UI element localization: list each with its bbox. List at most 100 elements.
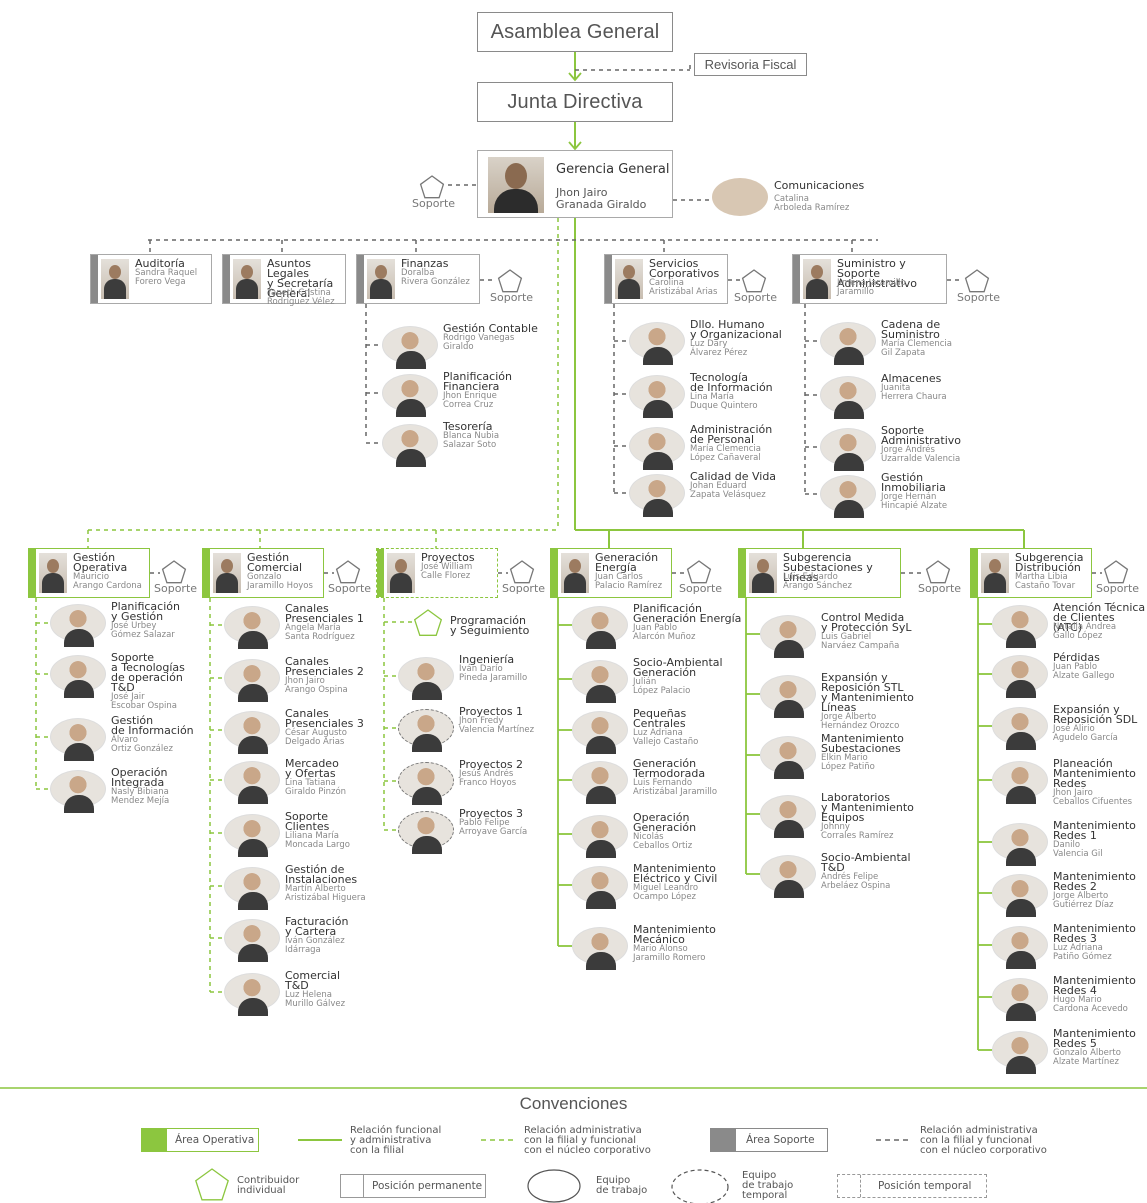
column-4-child-1-photo <box>760 675 816 718</box>
column-3-child-3-photo-shirt <box>586 786 616 804</box>
gerencia-name: Jhon Jairo Granada Giraldo <box>556 186 647 211</box>
column-head-2-photo <box>387 553 415 593</box>
column-5-child-1-photo-shirt <box>1006 680 1036 698</box>
column-head-1-stripe <box>203 549 210 597</box>
column-3-child-5-photo-shirt <box>586 891 616 909</box>
suministro-child-2-name: Jorge Andrés Uzarralde Valencia <box>881 445 961 464</box>
gerencia-soporte-label: Soporte <box>412 197 456 210</box>
column-1-child-5-photo-shirt <box>238 892 268 910</box>
column-5-child-7-name: Hugo Mario Cardona Acevedo <box>1053 995 1128 1014</box>
column-3-child-2-photo <box>572 711 628 754</box>
column-head-2-photo-head <box>395 559 407 573</box>
column-head-0-photo-shirt <box>42 573 64 593</box>
legend-team-ellipse <box>527 1169 581 1203</box>
servicios-child-3-title: Calidad de Vida <box>690 470 777 483</box>
column-5-child-2-photo <box>992 707 1048 750</box>
column-0-child-3-photo-shirt <box>64 795 94 813</box>
finanzas-child-1-photo-shirt <box>396 399 426 417</box>
column-5-child-3-name: Jhon Jairo Ceballos Cifuentes <box>1053 788 1133 807</box>
servicios-child-1-name: Lina María Duque Quintero <box>690 392 758 411</box>
column-4-child-2-name: Elkin Mario López Patiño <box>821 753 875 772</box>
column-5-child-6-title: Mantenimiento Redes 3 <box>1053 922 1136 945</box>
suministro-child-1-photo-shirt <box>834 401 864 419</box>
column-0-child-0-name: José Urbey Gómez Salazar <box>111 621 175 640</box>
column-1-child-0-name: Angela María Santa Rodríguez <box>285 623 355 642</box>
column-2-child-2-photo-shirt <box>412 787 442 805</box>
column-0-child-1-photo-shirt <box>64 680 94 698</box>
column-1-child-7-photo-shirt <box>238 998 268 1016</box>
column-5-child-4-photo-shirt <box>1006 848 1036 866</box>
column-0-child-2-title: Gestión de Información <box>111 714 194 737</box>
column-5-child-1-name: Juan Pablo Alzate Gallego <box>1053 662 1115 681</box>
column-4-child-3-title: Laboratorios y Mantenimiento Equipos <box>821 791 914 824</box>
column-3-child-3-title: Generación Termodorada <box>633 757 706 780</box>
support-unit-0-name: Sandra Raquel Forero Vega <box>135 268 198 287</box>
suministro-child-0-photo-shirt <box>834 347 864 365</box>
column-1-child-6-name: Iván González Idárraga <box>285 936 345 955</box>
column-5-child-7-title: Mantenimiento Redes 4 <box>1053 974 1136 997</box>
column-3-child-6-photo <box>572 927 628 970</box>
column-head-3-stripe <box>551 549 558 597</box>
column-2-child-0-name: Iván Darío Pineda Jaramillo <box>459 664 528 683</box>
comunicaciones-node: Comunicaciones Catalina Arboleda Ramírez <box>712 176 864 220</box>
column-0-child-2-name: Álvaro Ortiz González <box>111 735 173 754</box>
column-soporte-3-icon <box>686 560 712 584</box>
prog-pentagon-icon <box>413 609 443 636</box>
servicios-child-3-photo-shirt <box>643 499 673 517</box>
servicios-child-1-title: Tecnología de Información <box>690 371 773 394</box>
column-4-child-0-title: Control Medida y Protección SyL <box>821 611 912 634</box>
column-3-child-2-name: Luz Adriana Vallejo Castaño <box>633 728 699 747</box>
prog-title: Programación y Seguimiento <box>450 614 530 637</box>
column-3-child-4-photo <box>572 815 628 858</box>
gerente-photo <box>488 157 544 213</box>
comunicaciones-photo <box>712 178 768 216</box>
column-head-4-title: Subgerencia Subestaciones y Líneas <box>783 551 873 584</box>
column-head-3-photo <box>561 553 589 593</box>
column-soporte-5-icon <box>1103 560 1129 584</box>
legend-equipo-temporal: Equipo de trabajo temporal <box>742 1170 794 1201</box>
servicios-child-3-name: Johan Eduard Zapata Velásquez <box>690 481 766 500</box>
column-1-child-2-photo-shirt <box>238 736 268 754</box>
column-soporte-0-icon <box>161 560 187 584</box>
column-4-child-2-photo-shirt <box>774 761 804 779</box>
support-unit-0-photo <box>101 259 129 299</box>
column-head-5-photo-shirt <box>984 573 1006 593</box>
column-head-4-photo <box>749 553 777 593</box>
finanzas-child-2-photo <box>382 424 438 467</box>
column-3-child-5-title: Mantenimiento Eléctrico y Civil <box>633 862 718 885</box>
column-2-child-1-photo-shirt <box>412 734 442 752</box>
column-1-child-7-name: Luz Helena Murillo Gálvez <box>285 990 346 1009</box>
column-5-child-2-title: Expansión y Reposición SDL <box>1053 703 1138 726</box>
column-soporte-1-icon <box>335 560 361 584</box>
column-5-child-7-photo-shirt <box>1006 1003 1036 1021</box>
column-1-child-6-photo-shirt <box>238 944 268 962</box>
support-unit-3-stripe <box>605 255 612 303</box>
column-1-child-3-photo-shirt <box>238 786 268 804</box>
support-unit-3-title: Servicios Corporativos <box>649 257 720 280</box>
column-3-child-6-photo-shirt <box>586 952 616 970</box>
column-head-1-photo <box>213 553 241 593</box>
column-head-0-name: Mauricio Arango Cardona <box>73 572 142 591</box>
column-head-4-photo-head <box>757 559 769 573</box>
column-2-child-3-photo-shirt <box>412 836 442 854</box>
column-5-child-5-title: Mantenimiento Redes 2 <box>1053 870 1136 893</box>
support-unit-2-stripe <box>357 255 364 303</box>
column-head-2-title: Proyectos <box>421 551 475 564</box>
column-4-child-2-photo <box>760 736 816 779</box>
column-5-child-0-title: Atención Técnica de Clientes (ATC) <box>1053 601 1146 634</box>
column-4-child-4-photo <box>760 855 816 898</box>
column-4-child-3-photo-shirt <box>774 820 804 838</box>
column-3-child-1-name: Julián López Palacio <box>633 677 691 696</box>
column-5-child-8-name: Gonzalo Alberto Alzate Martínez <box>1053 1048 1121 1067</box>
column-3-child-0-photo <box>572 606 628 649</box>
support-unit-2-photo-shirt <box>370 279 392 299</box>
column-1-child-1-name: Jhon Jairo Arango Ospina <box>285 676 348 695</box>
support-unit-4-name: Jimena Jaramillo Jaramillo <box>837 278 906 297</box>
column-head-5-photo <box>981 553 1009 593</box>
column-4-child-0-name: Luis Gabriel Narváez Campaña <box>821 632 900 651</box>
column-1-child-6-photo <box>224 919 280 962</box>
